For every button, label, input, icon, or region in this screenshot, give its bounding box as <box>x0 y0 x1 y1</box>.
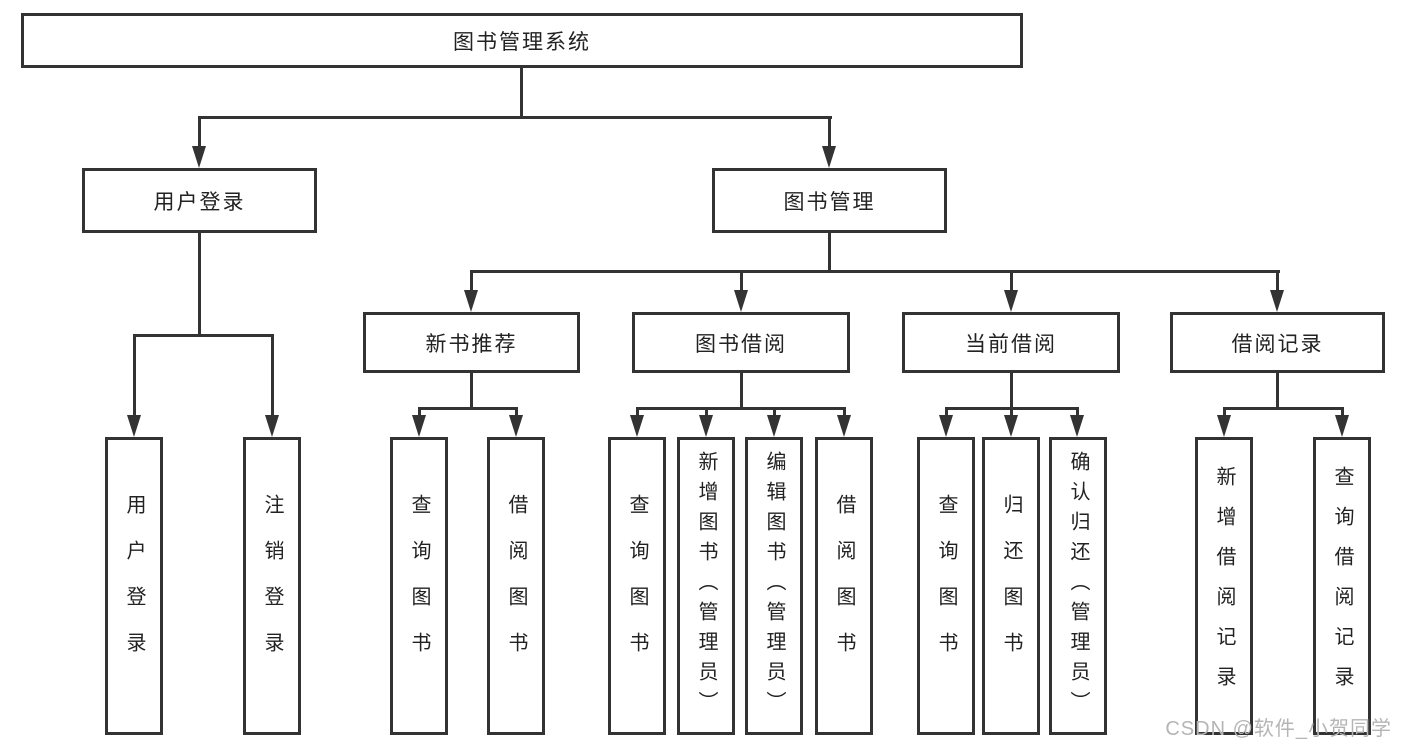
leaf-label: 注销登录 <box>261 494 283 678</box>
leaf-label: 编辑图书（管理员） <box>763 451 785 721</box>
connector-line <box>945 407 1079 410</box>
leaf-label: 查询图书 <box>626 494 648 678</box>
arrow-down-icon <box>412 415 426 437</box>
arrow-down-icon <box>1004 415 1018 437</box>
node-label: 图书借阅 <box>695 332 787 356</box>
connector-line <box>418 409 421 417</box>
arrow-down-icon <box>1217 415 1231 437</box>
arrow-down-icon <box>822 146 836 168</box>
connector-line <box>1223 409 1226 417</box>
connector-line <box>828 233 831 272</box>
node-label: 图书管理 <box>783 190 876 214</box>
arrow-down-icon <box>837 415 851 437</box>
node-new-book-recommend: 新书推荐 <box>363 312 580 373</box>
arrow-down-icon <box>127 415 141 437</box>
arrow-down-icon <box>1270 290 1284 312</box>
node-book-borrowing: 图书借阅 <box>632 312 850 373</box>
arrow-down-icon <box>1335 415 1349 437</box>
arrow-down-icon <box>464 290 478 312</box>
connector-line <box>470 373 473 410</box>
connector-line <box>271 336 274 416</box>
leaf-logout: 注销登录 <box>243 437 301 735</box>
node-label: 图书管理系统 <box>453 30 591 54</box>
leaf-borrow-books-recommend: 借阅图书 <box>487 437 545 735</box>
leaf-label: 归还图书 <box>1000 494 1022 678</box>
connector-line <box>1341 409 1344 417</box>
leaf-label: 查询图书 <box>408 494 430 678</box>
arrow-down-icon <box>1070 415 1084 437</box>
csdn-watermark: CSDN @软件_小贺同学 <box>1165 718 1392 740</box>
connector-line <box>828 118 831 148</box>
connector-line <box>198 116 832 119</box>
arrow-down-icon <box>509 415 523 437</box>
connector-line <box>520 66 523 118</box>
leaf-query-books-current: 查询图书 <box>917 437 975 735</box>
connector-line <box>418 407 518 410</box>
connector-line <box>636 407 846 410</box>
connector-line <box>740 373 743 410</box>
node-root-library-system: 图书管理系统 <box>21 13 1023 68</box>
arrow-down-icon <box>265 415 279 437</box>
connector-line <box>1010 409 1013 417</box>
leaf-borrow-books-borrowing: 借阅图书 <box>815 437 873 735</box>
leaf-confirm-return-admin: 确认归还（管理员） <box>1049 437 1107 735</box>
leaf-label: 用户登录 <box>123 494 145 678</box>
leaf-label: 借阅图书 <box>833 494 855 678</box>
node-label: 当前借阅 <box>965 332 1057 356</box>
leaf-query-books-borrowing: 查询图书 <box>608 437 666 735</box>
arrow-down-icon <box>1004 290 1018 312</box>
connector-line <box>705 409 708 417</box>
leaf-label: 查询借阅记录 <box>1331 466 1353 706</box>
leaf-label: 新增图书（管理员） <box>695 451 717 721</box>
arrow-down-icon <box>767 415 781 437</box>
connector-line <box>636 409 639 417</box>
node-user-login: 用户登录 <box>82 168 317 233</box>
leaf-query-borrow-record: 查询借阅记录 <box>1313 437 1371 735</box>
node-label: 新书推荐 <box>425 332 518 356</box>
connector-line <box>1076 409 1079 417</box>
leaf-add-borrow-record: 新增借阅记录 <box>1195 437 1253 735</box>
connector-line <box>1010 373 1013 410</box>
leaf-edit-book-admin: 编辑图书（管理员） <box>745 437 803 735</box>
connector-line <box>1010 272 1013 292</box>
arrow-down-icon <box>734 290 748 312</box>
arrow-down-icon <box>192 146 206 168</box>
node-label: 借阅记录 <box>1231 332 1324 356</box>
leaf-user-login: 用户登录 <box>105 437 163 735</box>
connector-line <box>1223 407 1344 410</box>
connector-line <box>470 272 473 292</box>
connector-line <box>470 270 1280 273</box>
leaf-query-books-recommend: 查询图书 <box>390 437 448 735</box>
connector-line <box>843 409 846 417</box>
connector-line <box>740 272 743 292</box>
connector-line <box>198 118 201 148</box>
connector-line <box>133 334 274 337</box>
arrow-down-icon <box>699 415 713 437</box>
node-book-management: 图书管理 <box>712 168 947 233</box>
connector-line <box>773 409 776 417</box>
connector-line <box>515 409 518 417</box>
leaf-label: 新增借阅记录 <box>1213 466 1235 706</box>
connector-line <box>1276 373 1279 410</box>
leaf-label: 确认归还（管理员） <box>1067 451 1089 721</box>
connector-line <box>133 336 136 416</box>
connector-line <box>945 409 948 417</box>
arrow-down-icon <box>630 415 644 437</box>
node-label: 用户登录 <box>153 190 246 214</box>
leaf-label: 借阅图书 <box>505 494 527 678</box>
connector-line <box>198 233 201 337</box>
arrow-down-icon <box>939 415 953 437</box>
leaf-add-book-admin: 新增图书（管理员） <box>677 437 735 735</box>
node-borrowing-records: 借阅记录 <box>1170 312 1385 373</box>
connector-line <box>1276 272 1279 292</box>
leaf-return-book: 归还图书 <box>982 437 1040 735</box>
leaf-label: 查询图书 <box>935 494 957 678</box>
node-current-borrowing: 当前借阅 <box>902 312 1120 373</box>
